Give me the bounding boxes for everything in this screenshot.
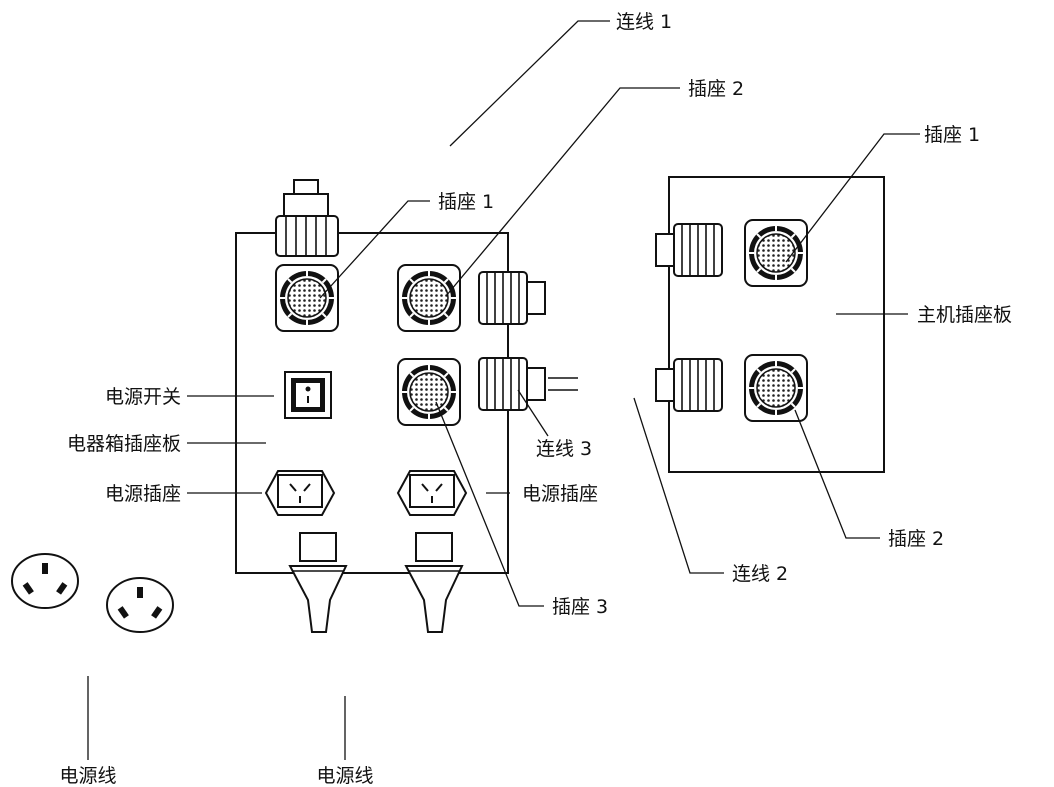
label-power-cord-right: 电源线 [316, 765, 373, 787]
label-cable-1: 连线 1 [616, 11, 672, 33]
label-socket-2-top: 插座 2 [688, 78, 744, 100]
cable-1 [304, 144, 652, 250]
box-socket-1 [275, 264, 339, 332]
label-socket-1-right: 插座 1 [924, 124, 980, 146]
label-socket-1-left: 插座 1 [438, 191, 494, 213]
label-box-board: 电器箱插座板 [67, 433, 181, 455]
cable-3 [548, 377, 578, 391]
label-cable-2: 连线 2 [732, 563, 788, 585]
leader-lines [87, 20, 920, 760]
cable3-plug-left-box [478, 357, 546, 411]
box-socket-3 [397, 358, 461, 426]
box-socket-2 [397, 264, 461, 332]
host-socket-1 [744, 219, 808, 287]
host-socket-2 [744, 354, 808, 422]
power-cord-right-wire [138, 627, 435, 698]
power-switch[interactable] [284, 371, 332, 419]
cable1-plug-top [275, 179, 339, 257]
power-cord-left-wire [43, 605, 320, 678]
box-power-outlet-left [265, 470, 335, 516]
cable1-plug-host [655, 223, 723, 277]
power-plug-left [288, 532, 348, 633]
cable-2 [548, 296, 652, 387]
box-power-outlet-right [397, 470, 467, 516]
label-socket-2-right: 插座 2 [888, 528, 944, 550]
wall-plug-right [106, 577, 174, 633]
label-power-socket-left: 电源插座 [105, 483, 181, 505]
cable2-plug-left-box [478, 271, 546, 325]
label-socket-3: 插座 3 [552, 596, 608, 618]
label-cable-3: 连线 3 [536, 438, 592, 460]
label-power-socket-right: 电源插座 [522, 483, 598, 505]
label-host-board: 主机插座板 [917, 304, 1012, 326]
power-plug-right [404, 532, 464, 633]
wall-plug-left [11, 553, 79, 609]
label-power-switch: 电源开关 [105, 386, 181, 408]
label-power-cord-left: 电源线 [59, 765, 116, 787]
cable2-plug-host [655, 358, 723, 412]
